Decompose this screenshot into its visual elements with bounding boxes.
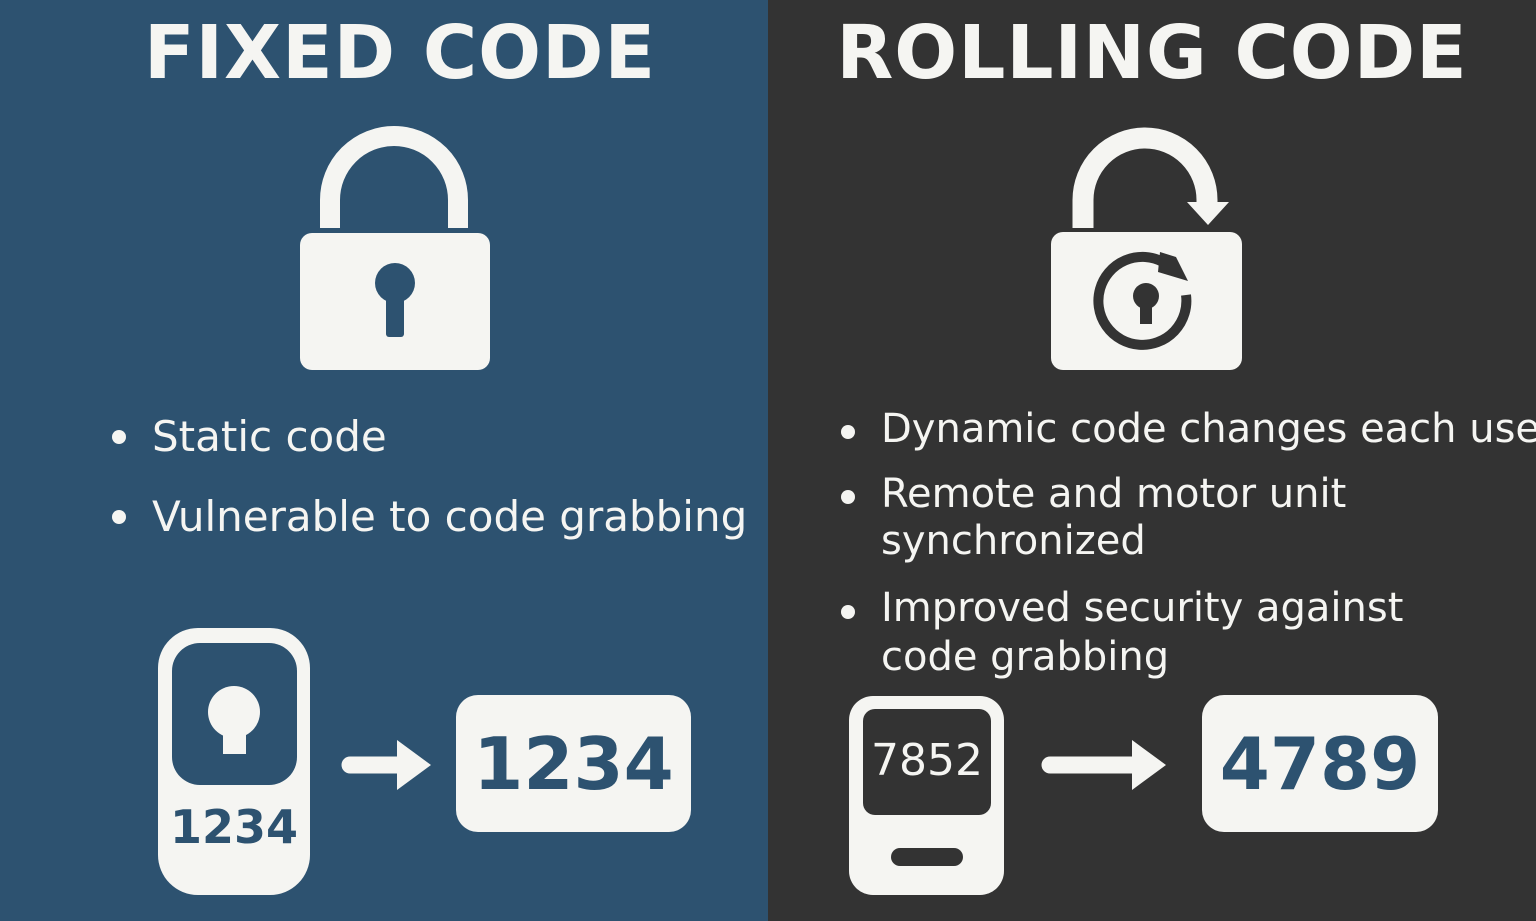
bullet-dot <box>112 430 126 444</box>
bullet-dot <box>112 510 126 524</box>
rolling-bullet-cont: synchronized <box>881 518 1146 564</box>
padlock-icon <box>300 126 490 370</box>
rolling-bullet: Dynamic code changes each use <box>881 406 1536 452</box>
fixed-code-title: FIXED CODE <box>143 10 657 96</box>
arrow-right-icon <box>341 740 431 790</box>
rolling-bullet: Remote and motor unit <box>881 471 1347 517</box>
bullet-dot <box>841 425 855 439</box>
fixed-bullet: Vulnerable to code grabbing <box>152 492 748 541</box>
rolling-bullet: Improved security against <box>881 585 1404 631</box>
fixed-bullet: Static code <box>152 412 387 461</box>
fixed-received-code: 1234 <box>456 695 691 832</box>
rolling-remote-icon <box>849 696 1004 895</box>
bullet-dot <box>841 490 855 504</box>
rolling-bullet-cont: code grabbing <box>881 634 1170 680</box>
rolling-remote-code: 7852 <box>871 735 983 786</box>
bullet-dot <box>841 605 855 619</box>
arrow-right-icon <box>1041 740 1166 790</box>
rolling-code-title: ROLLING CODE <box>836 10 1468 96</box>
fixed-remote-icon <box>158 628 310 895</box>
rolling-padlock-icon <box>1051 127 1242 370</box>
rolling-received-code: 4789 <box>1202 695 1438 832</box>
fixed-remote-code: 1234 <box>169 800 299 854</box>
